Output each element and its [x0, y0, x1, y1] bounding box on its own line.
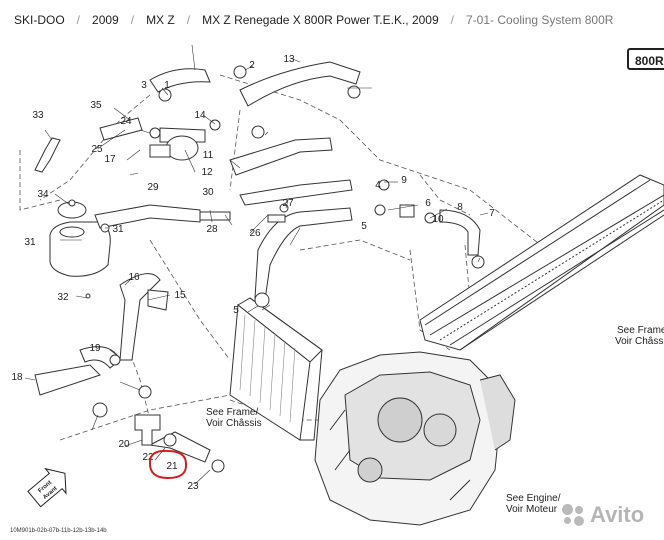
- part-label: 1: [164, 80, 170, 91]
- see-engine-line2: Voir Moteur: [506, 504, 558, 515]
- fittings-and-clamps: [34, 65, 485, 473]
- part-label: 23: [187, 481, 199, 492]
- breadcrumb-separator: /: [130, 13, 135, 27]
- part-label: 9: [401, 175, 407, 186]
- model-badge: 800R: [627, 48, 664, 70]
- see-engine-line1: See Engine/: [506, 493, 561, 504]
- breadcrumb-item-vehicle[interactable]: MX Z Renegade X 800R Power T.E.K., 2009: [202, 13, 439, 27]
- part-label: 2: [249, 60, 255, 71]
- part-labels: 1 2 3 4 5 5 6 7 8 9 10 11 12 13 14 15 16…: [11, 54, 495, 492]
- breadcrumb-separator: /: [450, 13, 454, 27]
- part-label: 14: [194, 110, 206, 121]
- part-label: 34: [37, 189, 49, 200]
- part-label: 13: [283, 54, 295, 65]
- part-label: 29: [147, 182, 159, 193]
- breadcrumb-item-year[interactable]: 2009: [92, 13, 119, 27]
- avito-wordmark: Avito: [590, 502, 645, 527]
- breadcrumb-item-brand[interactable]: SKI-DOO: [14, 13, 65, 27]
- part-label: 8: [457, 202, 463, 213]
- part-label: 11: [203, 150, 214, 161]
- part-label: 19: [89, 343, 101, 354]
- part-label: 27: [282, 198, 294, 209]
- part-label: 33: [32, 110, 44, 121]
- highlight-marker: [148, 449, 188, 480]
- part-label: 4: [375, 180, 381, 191]
- part-label: 16: [128, 272, 140, 283]
- part-label: 7: [489, 208, 495, 219]
- part-label: 15: [174, 290, 186, 301]
- callouts: See Frame/ Voir Châssis See Frame Voir C…: [206, 325, 664, 515]
- avito-watermark: Avito: [560, 500, 660, 530]
- cooling-system-diagram: 1 2 3 4 5 5 6 7 8 9 10 11 12 13 14 15 16…: [11, 44, 664, 526]
- part-label: 5: [233, 305, 239, 316]
- breadcrumb-current-page: 7-01- Cooling System 800R: [466, 13, 614, 27]
- part-label: 25: [91, 144, 103, 155]
- breadcrumb: SKI-DOO / 2009 / MX Z / MX Z Renegade X …: [0, 0, 664, 40]
- part-label: 28: [206, 224, 218, 235]
- see-frame-left-line1: See Frame/: [206, 407, 258, 418]
- illustration-id: 10M901b-02b-07b-11b-12b-13b-14b: [10, 528, 107, 534]
- coolant-reservoir: [49, 201, 111, 277]
- radiator: [229, 297, 323, 441]
- radiator-cooler-tube: [419, 174, 664, 351]
- part-label: 24: [120, 116, 132, 127]
- see-frame-left-line2: Voir Châssis: [206, 418, 262, 429]
- part-label-highlighted: 21: [166, 461, 178, 472]
- part-label: 20: [118, 439, 130, 450]
- breadcrumb-item-model[interactable]: MX Z: [146, 13, 175, 27]
- coolant-hoses: [34, 61, 481, 463]
- breadcrumb-separator: /: [76, 13, 81, 27]
- part-label: 26: [249, 228, 261, 239]
- part-label: 6: [425, 198, 431, 209]
- part-label: 22: [142, 452, 154, 463]
- breadcrumb-separator: /: [186, 13, 191, 27]
- front-direction-arrow: Front Avant: [27, 467, 67, 508]
- part-label: 17: [104, 154, 116, 165]
- part-label: 3: [141, 80, 147, 91]
- part-label: 31: [112, 224, 124, 235]
- part-label: 5: [361, 221, 367, 232]
- part-label: 12: [201, 167, 213, 178]
- see-frame-right-line2: Voir Châssis: [615, 336, 664, 347]
- avito-logo-icon: [560, 502, 586, 528]
- engine-block: [314, 351, 516, 526]
- part-label: 18: [11, 372, 23, 383]
- part-label: 10: [432, 214, 444, 225]
- part-label: 35: [90, 100, 102, 111]
- leader-lines: [24, 44, 489, 485]
- part-label: 32: [57, 292, 69, 303]
- see-frame-right-line1: See Frame: [617, 325, 664, 336]
- part-label: 31: [24, 237, 36, 248]
- part-label: 30: [202, 187, 214, 198]
